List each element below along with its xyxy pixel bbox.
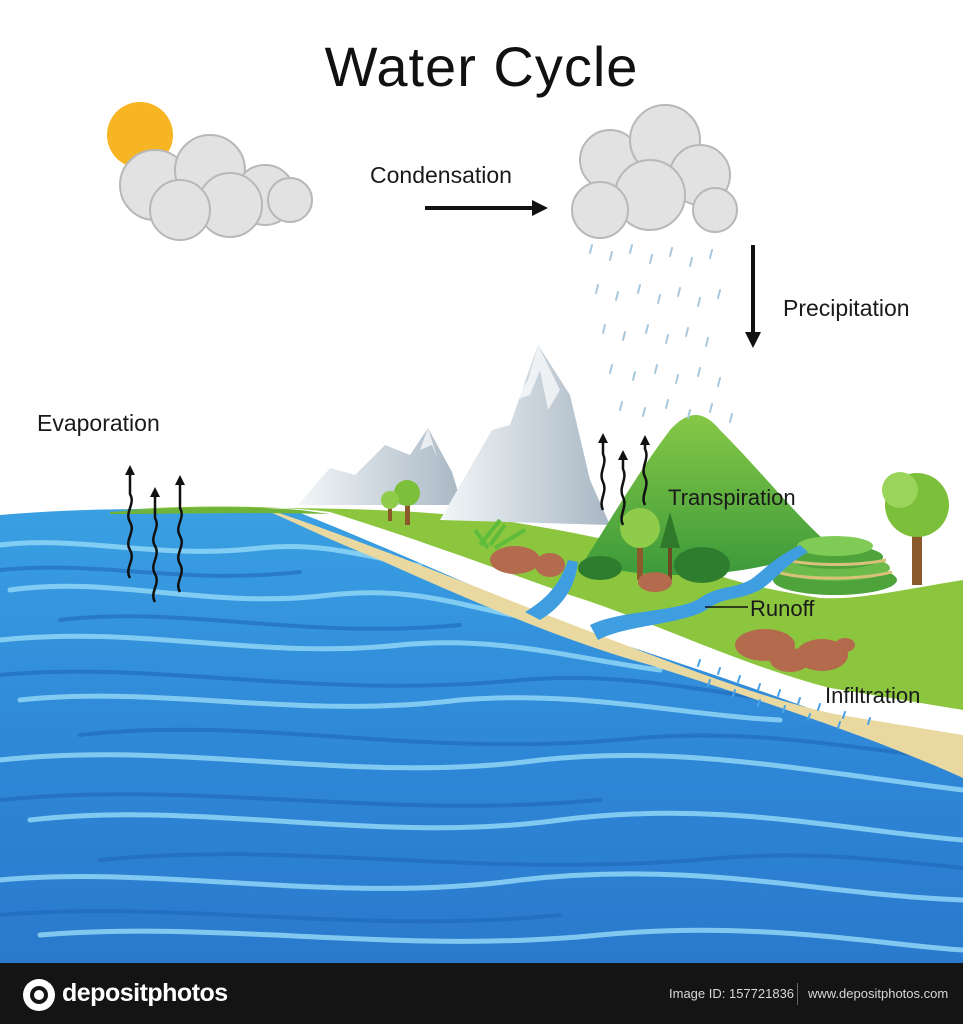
footer-bar: depositphotos Image ID: 157721836 www.de… (0, 963, 963, 1024)
infiltration-label: Infiltration (825, 683, 921, 708)
infiltration-drops (697, 659, 871, 729)
mountains (298, 345, 610, 525)
trees (381, 472, 949, 585)
footer-image-id: Image ID: 157721836 (669, 986, 795, 1001)
cloud-icon-left (119, 134, 313, 241)
precipitation-label: Precipitation (783, 295, 910, 321)
cloud-icon-right (571, 104, 738, 239)
footer-url: www.depositphotos.com (808, 986, 949, 1001)
transpiration-label: Transpiration (668, 485, 796, 510)
beach (270, 510, 963, 778)
camera-icon (23, 979, 55, 1011)
sea (0, 509, 963, 963)
runoff-label: Runoff (750, 596, 815, 621)
transpiration-arrows-icon (598, 433, 650, 526)
scene-illustration (0, 102, 963, 963)
evaporation-label: Evaporation (37, 410, 160, 436)
terraced-hill (773, 536, 897, 595)
diagram-title: Water Cycle (324, 35, 639, 98)
rocks (490, 546, 855, 672)
footer-separator (797, 983, 798, 1005)
rain (589, 244, 733, 423)
footer-brand: depositphotos (62, 979, 228, 1007)
evaporation-arrows-icon (125, 465, 185, 603)
river (525, 545, 808, 640)
condensation-label: Condensation (370, 162, 512, 188)
